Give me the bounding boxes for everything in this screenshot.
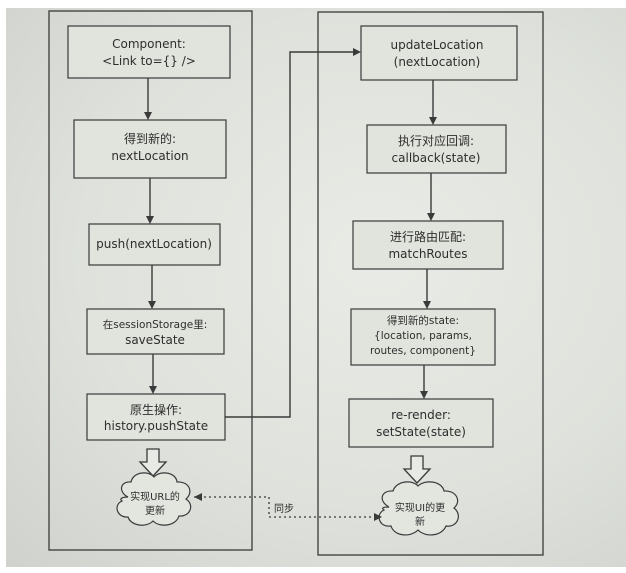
left-node-push-line1: push(nextLocation) bbox=[96, 237, 212, 251]
right-node-callback: 执行对应回调: callback(state) bbox=[366, 124, 507, 174]
left-node-component-line1: Component: bbox=[112, 37, 186, 51]
left-cloud-line2: 更新 bbox=[145, 504, 165, 517]
left-node-save-state-line1: 在sessionStorage里: bbox=[103, 319, 208, 331]
right-node-update-location-line1: updateLocation bbox=[390, 38, 483, 52]
right-hollow-arrow-icon bbox=[402, 455, 432, 484]
right-node-callback-line2: callback(state) bbox=[392, 151, 481, 165]
photo-edge-left bbox=[0, 0, 6, 573]
sync-arrowhead-right bbox=[374, 513, 382, 521]
left-cloud-url-update: 实现URL的 更新 bbox=[116, 472, 192, 526]
right-node-match-line1: 进行路由匹配: bbox=[390, 229, 466, 244]
right-node-callback-line1: 执行对应回调: bbox=[398, 133, 474, 148]
right-panel bbox=[317, 11, 544, 556]
left-node-get-next: 得到新的: nextLocation bbox=[73, 119, 227, 179]
left-node-save-state-line2: saveState bbox=[125, 333, 185, 347]
cross-connector bbox=[225, 48, 361, 418]
left-hollow-arrow-icon bbox=[138, 448, 168, 477]
right-node-rerender-line2: setState(state) bbox=[376, 425, 466, 439]
right-node-match-line2: matchRoutes bbox=[388, 247, 467, 261]
left-panel bbox=[48, 10, 253, 551]
right-node-get-state-line1: 得到新的state: bbox=[387, 314, 459, 327]
left-node-get-next-line2: nextLocation bbox=[111, 149, 188, 163]
left-node-get-next-line1: 得到新的: bbox=[124, 131, 176, 146]
left-node-push: push(nextLocation) bbox=[88, 223, 221, 266]
left-node-native-op-line2: history.pushState bbox=[104, 419, 208, 433]
right-cloud-line2: 新 bbox=[415, 515, 425, 528]
left-node-native-op-line1: 原生操作: bbox=[130, 402, 182, 417]
right-node-update-location-line2: (nextLocation) bbox=[394, 55, 481, 69]
left-node-native-op: 原生操作: history.pushState bbox=[86, 393, 226, 441]
left-cloud-line1: 实现URL的 bbox=[130, 490, 180, 503]
left-node-save-state: 在sessionStorage里: saveState bbox=[86, 308, 225, 355]
right-node-rerender-line1: re-render: bbox=[391, 408, 451, 422]
right-node-get-state-line2: {location, params, bbox=[374, 330, 472, 342]
photo-edge-top bbox=[0, 0, 626, 8]
right-node-get-state: 得到新的state: {location, params, routes, co… bbox=[350, 308, 496, 366]
right-node-match: 进行路由匹配: matchRoutes bbox=[352, 220, 504, 270]
right-cloud-line1: 实现UI的更 bbox=[395, 501, 445, 514]
photo-edge-bottom bbox=[0, 567, 626, 573]
left-node-component-line2: <Link to={} /> bbox=[102, 54, 196, 68]
sync-connector bbox=[194, 496, 381, 518]
right-node-update-location: updateLocation (nextLocation) bbox=[360, 25, 518, 81]
sync-arrowhead-left bbox=[194, 493, 202, 501]
right-cloud-ui-update: 实现UI的更 新 bbox=[378, 481, 459, 536]
sync-label: 同步 bbox=[274, 503, 294, 515]
left-node-component: Component: <Link to={} /> bbox=[67, 25, 231, 79]
right-node-rerender: re-render: setState(state) bbox=[348, 398, 494, 448]
right-node-get-state-line3: routes, component} bbox=[370, 345, 476, 357]
